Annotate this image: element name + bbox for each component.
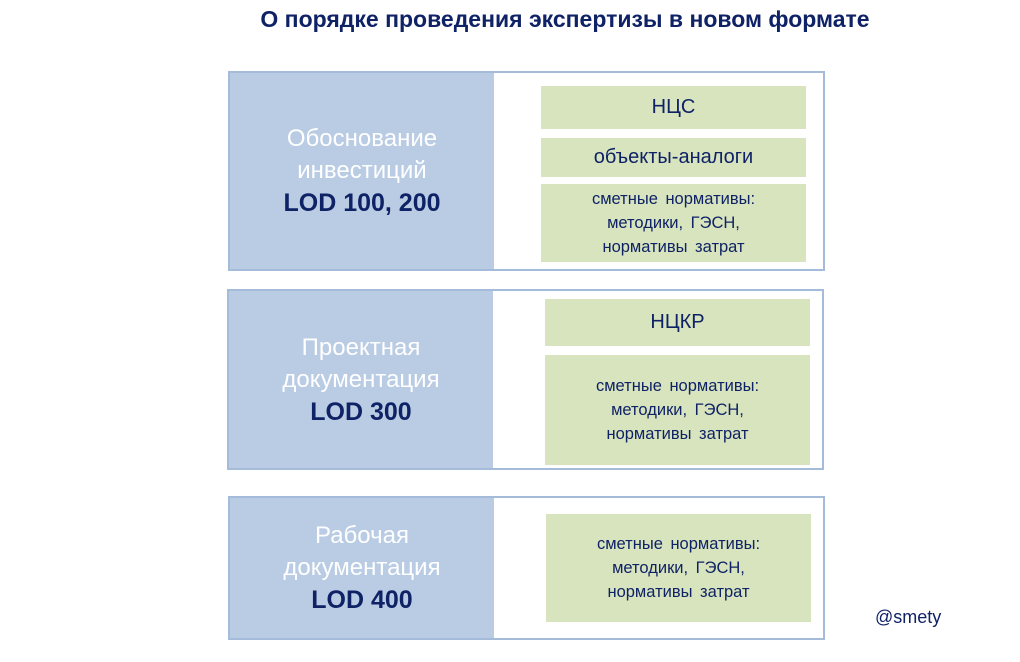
item-text: нормативы затрат (607, 583, 750, 601)
stage-name: инвестиций (297, 157, 427, 184)
stage-name: Рабочая (315, 522, 409, 549)
stage-block-project: Проектная документация LOD 300 НЦКР смет… (227, 289, 824, 470)
author-handle: @smety (875, 607, 942, 627)
item-text: нормативы затрат (602, 238, 745, 256)
item-text: сметные нормативы: (595, 377, 760, 395)
item-text: методики, ГЭСН, (607, 214, 740, 232)
item-text: нормативы затрат (606, 425, 749, 443)
lod-label: LOD 400 (311, 586, 413, 614)
item-text: НЦС (651, 96, 696, 118)
stage-label: Проектная документация LOD 300 (229, 291, 493, 468)
item-text: сметные нормативы: (591, 190, 756, 208)
item-text: объекты-аналоги (593, 146, 754, 168)
item-text: НЦКР (650, 311, 705, 333)
item-box: НЦС (541, 86, 806, 129)
page-title: О порядке проведения экспертизы в новом … (260, 6, 870, 32)
stage-name: Проектная (301, 333, 421, 361)
lod-label: LOD 300 (310, 397, 412, 426)
stage-block-working: Рабочая документация LOD 400 сметные нор… (228, 496, 825, 640)
stage-name: документация (283, 554, 441, 581)
item-box: сметные нормативы: методики, ГЭСН, норма… (545, 355, 810, 465)
item-text: методики, ГЭСН, (611, 401, 744, 419)
item-box: сметные нормативы: методики, ГЭСН, норма… (546, 514, 811, 622)
stage-name: документация (282, 365, 440, 393)
stage-block-investment: Обоснование инвестиций LOD 100, 200 НЦС … (228, 71, 825, 271)
stage-label: Рабочая документация LOD 400 (230, 498, 494, 638)
lod-label: LOD 100, 200 (283, 189, 441, 217)
item-box: объекты-аналоги (541, 138, 806, 177)
item-box: НЦКР (545, 299, 810, 346)
stage-label: Обоснование инвестиций LOD 100, 200 (230, 73, 494, 269)
stage-name: Обоснование (286, 125, 438, 152)
item-text: методики, ГЭСН, (612, 559, 745, 577)
item-box: сметные нормативы: методики, ГЭСН, норма… (541, 184, 806, 262)
item-text: сметные нормативы: (596, 535, 761, 553)
